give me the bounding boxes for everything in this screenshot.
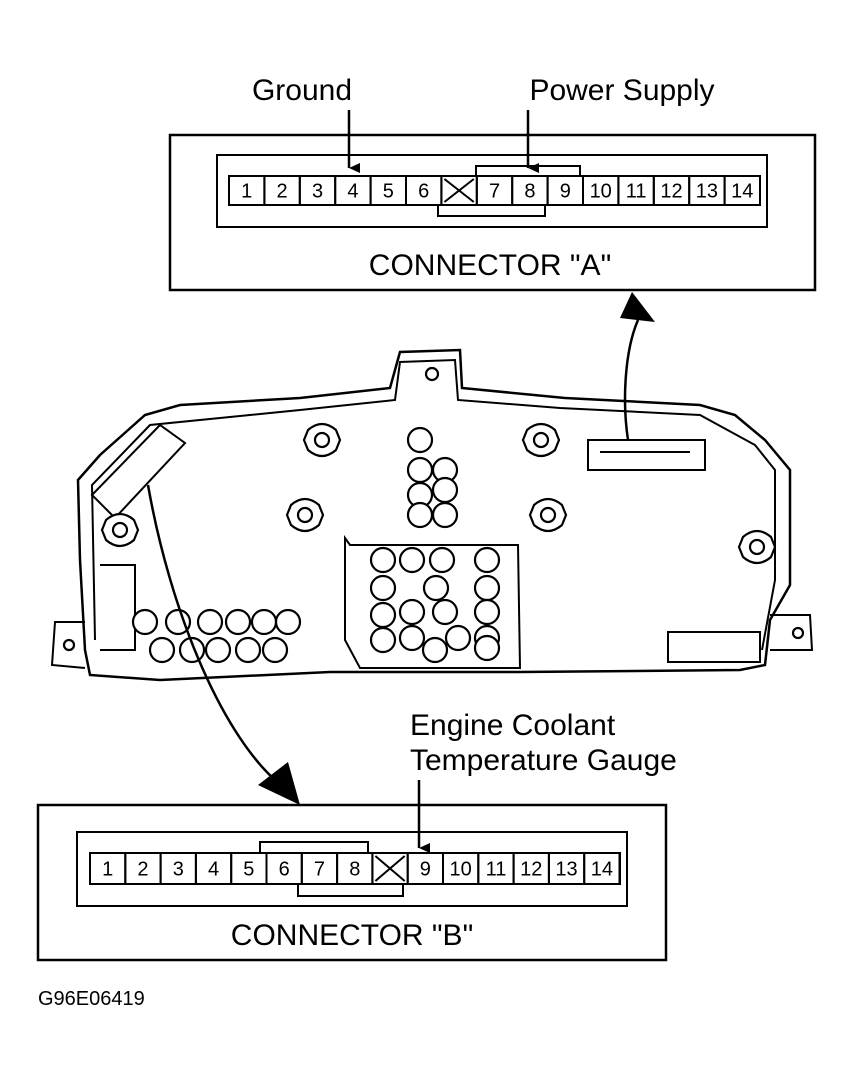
bulb-socket-hole (406, 501, 434, 529)
connector-a-pin-6: 6 (418, 181, 429, 203)
arrowhead-connector-b (258, 762, 300, 805)
bulb-socket-hole (369, 574, 397, 602)
connector-a-pin-13: 13 (696, 181, 718, 203)
bulb-socket-hole (398, 598, 426, 626)
bulb-socket-hole (164, 608, 192, 636)
bulb-socket-hole (473, 634, 501, 662)
curved-arrow-to-connector-a (623, 319, 640, 441)
mounting-clip-center (296, 506, 314, 524)
connector-a-pin-10: 10 (590, 181, 612, 203)
bulb-socket-hole (261, 636, 289, 664)
connector-b-pin-11: 11 (486, 859, 507, 881)
connector-b-pin-1: 1 (102, 859, 113, 881)
bulb-socket-hole (431, 598, 459, 626)
connector-a-pin-12: 12 (660, 181, 682, 203)
connector-a-blank-pin (443, 178, 475, 203)
bulb-socket-hole (473, 574, 501, 602)
connector-a-pin-11: 11 (626, 181, 647, 203)
connector-a-pin-1: 1 (241, 181, 252, 203)
bulb-socket-hole (224, 608, 252, 636)
connector-b-pin-7: 7 (314, 859, 325, 881)
connector-a-pin-5: 5 (383, 181, 394, 203)
connector-a-label: CONNECTOR "A" (369, 249, 611, 282)
connector-a-pin-3: 3 (312, 181, 323, 203)
bulb-socket-hole (234, 636, 262, 664)
connector-b-pin-13: 13 (555, 859, 577, 881)
mounting-clip-center (313, 431, 331, 449)
bulb-socket-hole (369, 546, 397, 574)
ect-label-line2: Temperature Gauge (410, 744, 677, 777)
connector-b-pin-5: 5 (243, 859, 254, 881)
bulb-socket-hole (369, 626, 397, 654)
bulb-socket-hole (250, 608, 278, 636)
connector-a-pin-cell (723, 175, 761, 206)
connector-b-pin-4: 4 (208, 859, 219, 881)
bulb-socket-hole (444, 624, 472, 652)
bulb-socket-hole (406, 426, 434, 454)
bulb-socket-hole (398, 624, 426, 652)
connector-b-pin-8: 8 (349, 859, 360, 881)
connector-a-pin-9: 9 (560, 181, 571, 203)
connector-b-pin-3: 3 (173, 859, 184, 881)
mounting-clip-center (532, 431, 550, 449)
connector-b-pin-2: 2 (137, 859, 148, 881)
bulb-socket-hole (421, 636, 449, 664)
bulb-socket-hole (431, 476, 459, 504)
ect-label-line1: Engine Coolant (410, 709, 616, 742)
mounting-clip-center (111, 521, 129, 539)
bulb-socket-hole (274, 608, 302, 636)
connector-b-pin-10: 10 (450, 859, 472, 881)
bulb-socket-hole (204, 636, 232, 664)
ground-label: Ground (252, 74, 352, 107)
bulb-socket-hole (369, 601, 397, 629)
connector-b-label: CONNECTOR "B" (231, 919, 473, 952)
bulb-socket-hole (398, 546, 426, 574)
connector-b-pin-14: 14 (591, 859, 613, 881)
bulb-socket-hole (473, 546, 501, 574)
mounting-clip-center (748, 538, 766, 556)
connector-a-pin-8: 8 (524, 181, 535, 203)
connector-a-pin-14: 14 (731, 181, 753, 203)
connector-b-pin-6: 6 (279, 859, 290, 881)
connector-b-pin-9: 9 (420, 859, 431, 881)
power-supply-label: Power Supply (529, 74, 714, 107)
bulb-socket-hole (431, 501, 459, 529)
connector-a-pin-7: 7 (489, 181, 500, 203)
bulb-socket-hole (473, 598, 501, 626)
bulb-socket-hole (131, 608, 159, 636)
mounting-clip-center (539, 506, 557, 524)
connector-b-pin-cell (583, 852, 621, 885)
connector-b-blank-pin (374, 855, 406, 882)
connector-a-pin-4: 4 (347, 181, 358, 203)
connector-b-pin-12: 12 (520, 859, 542, 881)
instrument-cluster (50, 348, 814, 682)
bulb-socket-hole (406, 456, 434, 484)
bulb-socket-hole (428, 546, 456, 574)
arrowhead-connector-a (620, 292, 655, 322)
bulb-socket-hole (422, 574, 450, 602)
connector-a-pin-2: 2 (277, 181, 288, 203)
figure-code: G96E06419 (38, 988, 145, 1010)
bulb-socket-hole (196, 608, 224, 636)
curved-arrow-to-connector-b (146, 484, 276, 781)
bulb-socket-hole (148, 636, 176, 664)
